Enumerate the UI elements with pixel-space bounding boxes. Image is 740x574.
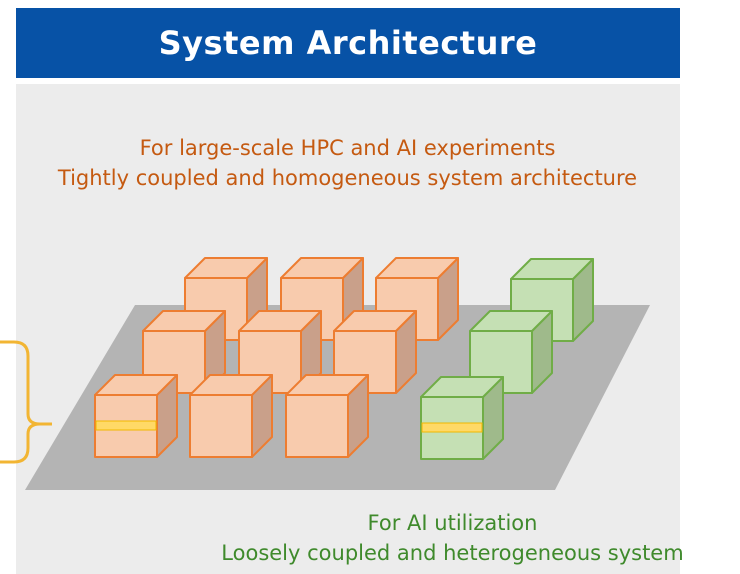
hpc-caption-line-1: For large-scale HPC and AI experiments	[139, 136, 556, 160]
hpc-node-cube	[285, 374, 369, 458]
ai-node-cube	[420, 376, 504, 460]
interconnect-band	[421, 422, 483, 433]
bracket-brace	[0, 340, 52, 464]
compute-nodes	[94, 257, 594, 460]
hpc-node-cube	[94, 374, 178, 458]
title-banner: System Architecture	[16, 8, 680, 78]
hpc-caption-line-2: Tightly coupled and homogeneous system a…	[57, 166, 638, 190]
hpc-node-cube	[189, 374, 273, 458]
interconnect-band	[95, 420, 157, 431]
hpc-caption: For large-scale HPC and AI experiments T…	[0, 133, 695, 193]
ai-caption-line-1: For AI utilization	[367, 511, 538, 535]
page-title: System Architecture	[158, 24, 538, 62]
ai-caption: For AI utilization Loosely coupled and h…	[165, 508, 740, 568]
ai-caption-line-2: Loosely coupled and heterogeneous system	[221, 541, 684, 565]
